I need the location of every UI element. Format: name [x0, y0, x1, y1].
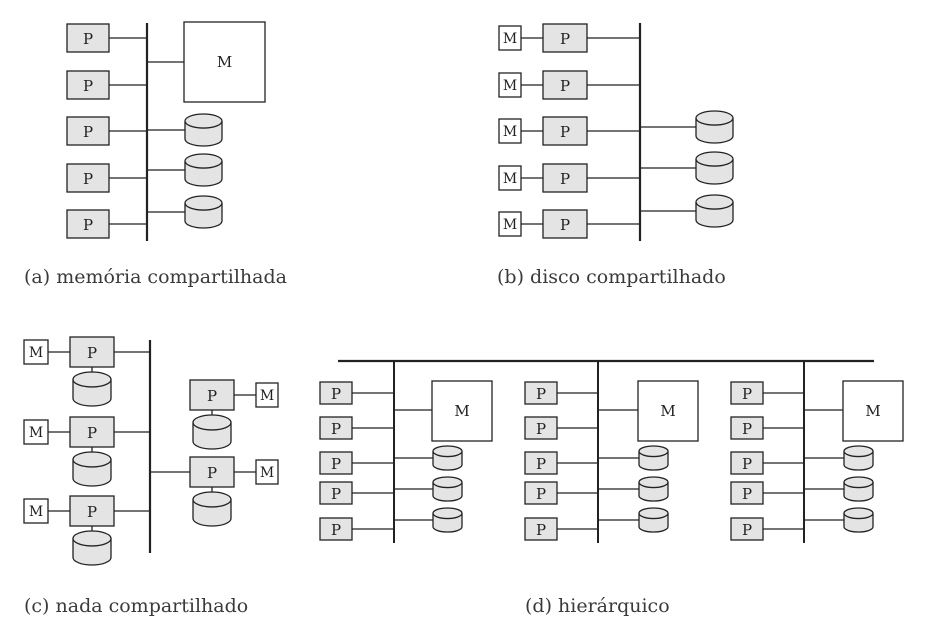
processor-box — [542, 23, 588, 53]
memory-label: M — [29, 425, 43, 441]
disk-top — [638, 476, 669, 489]
processor-label: P — [536, 485, 546, 503]
disk-top — [432, 445, 463, 458]
memory-label: M — [503, 31, 517, 47]
memory-label: M — [503, 171, 517, 187]
memory-box — [23, 419, 49, 445]
memory-box — [255, 382, 279, 408]
disk-top — [72, 371, 112, 388]
processor-label: P — [560, 123, 570, 141]
shared-memory-label: M — [454, 402, 469, 420]
processor-label: P — [83, 170, 93, 188]
shared-memory-label: M — [217, 53, 232, 71]
memory-box — [23, 498, 49, 524]
caption-shared-nothing: (c) nada compartilhado — [24, 595, 249, 617]
disk-top — [184, 195, 223, 211]
disk-top — [432, 476, 463, 489]
disk-top — [638, 507, 669, 520]
disk-top — [72, 530, 112, 547]
memory-label: M — [503, 124, 517, 140]
disk-top — [843, 476, 874, 489]
processor-label: P — [742, 385, 752, 403]
processor-label: P — [331, 385, 341, 403]
processor-label: P — [742, 455, 752, 473]
memory-box — [255, 459, 279, 485]
processor-box — [66, 209, 110, 239]
disk-top — [192, 414, 232, 431]
memory-box — [23, 339, 49, 365]
processor-label: P — [207, 464, 217, 482]
caption-hierarchical: (d) hierárquico — [525, 595, 670, 617]
processor-label: P — [83, 77, 93, 95]
processor-label: P — [207, 387, 217, 405]
processor-box — [542, 70, 588, 100]
processor-label: P — [87, 344, 97, 362]
processor-box — [542, 163, 588, 193]
caption-shared-memory: (a) memória compartilhada — [24, 266, 287, 288]
processor-label: P — [83, 123, 93, 141]
disk-top — [638, 445, 669, 458]
shared-memory-box — [183, 21, 266, 103]
processor-label: P — [83, 30, 93, 48]
disk-top — [184, 113, 223, 129]
disk-top — [695, 110, 734, 126]
processor-label: P — [742, 420, 752, 438]
disk-top — [843, 507, 874, 520]
shared-memory-box — [637, 380, 699, 442]
processor-label: P — [331, 455, 341, 473]
disk-top — [184, 153, 223, 169]
processor-label: P — [87, 503, 97, 521]
disk-top — [192, 491, 232, 508]
processor-label: P — [560, 30, 570, 48]
shared-memory-label: M — [865, 402, 880, 420]
processor-label: P — [536, 521, 546, 539]
disk-top — [72, 451, 112, 468]
caption-shared-disk: (b) disco compartilhado — [497, 266, 726, 288]
processor-label: P — [331, 420, 341, 438]
processor-box — [66, 163, 110, 193]
processor-label: P — [83, 216, 93, 234]
processor-label: P — [560, 170, 570, 188]
processor-label: P — [742, 521, 752, 539]
processor-label: P — [331, 485, 341, 503]
processor-label: P — [331, 521, 341, 539]
processor-label: P — [560, 77, 570, 95]
memory-label: M — [260, 465, 274, 481]
disk-top — [843, 445, 874, 458]
disk-top — [695, 194, 734, 210]
shared-memory-label: M — [660, 402, 675, 420]
memory-label: M — [503, 217, 517, 233]
disk-top — [432, 507, 463, 520]
processor-label: P — [742, 485, 752, 503]
memory-label: M — [503, 78, 517, 94]
shared-memory-box — [431, 380, 493, 442]
memory-label: M — [260, 388, 274, 404]
processor-label: P — [560, 216, 570, 234]
processor-label: P — [536, 455, 546, 473]
memory-label: M — [29, 345, 43, 361]
processor-box — [189, 379, 235, 411]
memory-label: M — [29, 504, 43, 520]
shared-memory-box — [842, 380, 904, 442]
processor-label: P — [87, 424, 97, 442]
processor-label: P — [536, 385, 546, 403]
processor-box — [66, 116, 110, 146]
disk-top — [695, 151, 734, 167]
processor-label: P — [536, 420, 546, 438]
